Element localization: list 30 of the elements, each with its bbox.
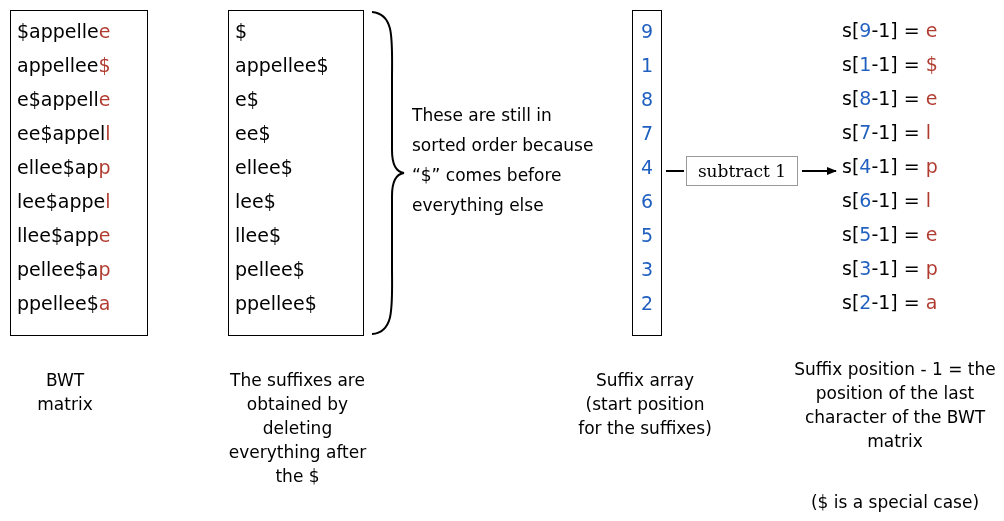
text-row: ppellee$ [235,291,317,315]
index-number: 2 [639,291,655,315]
index-number: 8 [639,87,655,111]
node-label: BWT matrix [36,369,94,416]
text-row: $ [235,19,248,43]
text-row: lee$ [235,189,276,213]
text-row: llee$ [235,223,282,247]
index-number: 5 [639,223,655,247]
index-number: 9 [639,19,655,43]
text-row: e$ [235,87,259,111]
node-label: The suffixes are obtained by deleting everything after the $ [227,369,368,488]
index-number: 6 [639,189,655,213]
operation-box: subtract 1 [686,156,798,186]
text-row: ellee$ [235,155,293,179]
suffix-array-box [632,10,662,336]
text-row: ee$ [235,121,271,145]
text-row: pellee$ [235,257,305,281]
index-number: 7 [639,121,655,145]
index-number: 4 [639,155,655,179]
suffix-list-box [228,10,364,336]
connector-line [665,170,685,172]
note-text: These are still in sorted order because “$” comes before everything else [412,104,595,217]
node-label: Suffix position - 1 = the position of the last character of the BWT matrix [793,358,997,453]
node-label: ($ is a special case) [809,491,981,514]
index-number: 1 [639,53,655,77]
text-row: appellee$ [235,53,329,77]
matrix-box [10,10,148,336]
arrow [801,167,837,175]
index-number: 3 [639,257,655,281]
node-label: Suffix array (start position for the suffixes) [577,369,713,440]
